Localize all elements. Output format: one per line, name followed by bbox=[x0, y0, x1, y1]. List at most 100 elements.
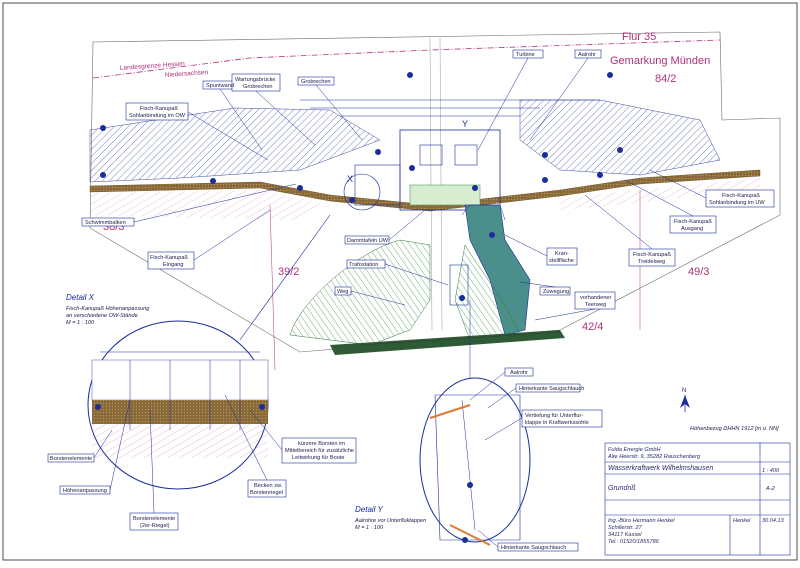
wartung-label-1: Wartungsbrücke bbox=[235, 77, 276, 83]
detail-x-leader bbox=[239, 214, 331, 341]
tb-client-1: Fulda Energie GmbH bbox=[608, 447, 662, 453]
parcel-84-2: 84/2 bbox=[655, 73, 676, 85]
parcel-49-3: 49/3 bbox=[688, 266, 709, 278]
spundwand-label: Spuntwand bbox=[206, 83, 234, 89]
gemarkung-label: Gemarkung Münden bbox=[610, 55, 710, 67]
survey-points bbox=[100, 72, 623, 301]
aalrohr-top-label: Aalrohr bbox=[578, 52, 596, 58]
tb-office-4: Tel.: 01520/1855786 bbox=[608, 539, 660, 545]
detail-y-leaders bbox=[469, 371, 523, 548]
detail-y-callouts bbox=[497, 367, 603, 552]
survey-point bbox=[259, 404, 265, 410]
detail-y-body bbox=[434, 394, 521, 541]
callouts bbox=[81, 49, 775, 310]
intake-box bbox=[354, 164, 401, 206]
tb-scale: 1 : 400 bbox=[762, 468, 780, 474]
hoehenbezug-label: Höhenbezug DHHN 1912 [m ü. NN] bbox=[690, 426, 779, 432]
hoehen-label: Höhenanpassung bbox=[63, 488, 107, 494]
kanu-treidel-label-1: Fisch-Kanupaß bbox=[633, 252, 672, 258]
tb-drawn-by: Henkel bbox=[733, 518, 751, 524]
vertiefung-label-2: klappe in Kraftwerkssohle bbox=[525, 420, 589, 426]
trafo-label: Trafostation bbox=[349, 262, 378, 268]
zuwegung-label: Zuwegung bbox=[543, 289, 569, 295]
border-label-niedersachsen: Niedersachsen bbox=[165, 69, 209, 79]
grobrechen-label: Grobrechen bbox=[301, 79, 331, 85]
detail-x-sub-3: M = 1 : 100 bbox=[66, 320, 95, 326]
tb-project: Wasserkraftwerk Wilhelmshausen bbox=[608, 465, 713, 472]
detail-y-sub-2: M = 1 : 100 bbox=[355, 525, 384, 531]
kurz-label-3: Leitwirkung für Boote bbox=[292, 455, 345, 461]
detail-x-dims bbox=[100, 351, 260, 430]
kanu-ow-label-2: Sohlanbindung im OW bbox=[129, 113, 186, 119]
kanu-ausgang-label-2: Ausgang bbox=[681, 226, 703, 232]
vertiefung-label-1: Vertiefung für Unterflur- bbox=[525, 413, 583, 419]
parcel-42-4: 42/4 bbox=[582, 321, 603, 333]
north-arrow-icon bbox=[680, 395, 690, 412]
detail-y-circle bbox=[419, 377, 531, 543]
transformer-station bbox=[449, 264, 469, 306]
tb-drawing: Grundriß bbox=[608, 485, 636, 492]
upstream-embankment bbox=[89, 107, 381, 183]
tb-sheet: A-2 bbox=[765, 486, 776, 492]
north-label: N bbox=[682, 388, 686, 394]
turbine-box bbox=[454, 144, 478, 166]
sheet-frame bbox=[2, 2, 798, 561]
borsten2-label-1: Borstenelemente bbox=[133, 516, 175, 522]
detail-x-sub-2: an verschiedene OW-Stände bbox=[66, 313, 138, 319]
survey-point bbox=[462, 537, 468, 543]
kurz-label-2: Mittelbereich für zusätzliche bbox=[285, 448, 354, 454]
hinterkante-top-label: Hinterkante Saugschlauch bbox=[519, 386, 584, 392]
channel-edge bbox=[461, 204, 506, 221]
kanu-eingang-label-1: Fisch-Kanupaß bbox=[150, 255, 189, 261]
leader-lines bbox=[133, 57, 707, 321]
detail-y-line bbox=[461, 399, 476, 531]
detail-x-leaders bbox=[93, 394, 283, 514]
detail-y-mark: Y bbox=[462, 119, 468, 129]
turbine-label: Turbine bbox=[516, 52, 535, 58]
pass-floor bbox=[90, 190, 330, 220]
kanu-ow-label-1: Fisch-Kanupaß bbox=[140, 106, 179, 112]
detail-x-bristles bbox=[92, 400, 268, 424]
kanu-treidel-label-2: Treidelweg bbox=[638, 259, 665, 265]
tb-date: 30.04.13 bbox=[762, 518, 785, 524]
kurz-label-1: kürzere Borsten im bbox=[298, 441, 345, 447]
axis-line bbox=[439, 37, 443, 331]
flur-label: Flur 35 bbox=[622, 31, 656, 43]
kran-label-1: Kran- bbox=[555, 251, 569, 257]
teerweg-label-1: vorhandener bbox=[580, 295, 612, 301]
kanu-uw-label-2: Sohlanbindung im UW bbox=[709, 200, 765, 206]
survey-point bbox=[95, 404, 101, 410]
downstream-embankment bbox=[519, 99, 721, 176]
aalrohr-orange bbox=[429, 404, 471, 419]
weg-label: Weg bbox=[337, 289, 348, 295]
detail-x-water bbox=[91, 359, 269, 401]
tb-client-2: Alte Heerstr. 9, 35282 Rauschenberg bbox=[607, 454, 701, 460]
site-boundary bbox=[89, 31, 781, 353]
kanu-ausgang-label-1: Fisch-Kanupaß bbox=[674, 219, 713, 225]
aalrohr-orange bbox=[449, 524, 491, 546]
detail-x-floor bbox=[92, 424, 268, 458]
teerweg-label-2: Teerweg bbox=[585, 302, 606, 308]
pass-floor bbox=[560, 178, 760, 210]
detail-x-sub-1: Fisch-Kanupaß Höhenanpassung bbox=[66, 306, 150, 312]
kran-label-2: stellfläche bbox=[549, 258, 574, 264]
becken-label-1: Becken zw. bbox=[254, 483, 283, 489]
green-embankment-left bbox=[289, 239, 431, 346]
hinterkante-bottom-label: Hinterkante Saugschlauch bbox=[501, 545, 566, 551]
fish-canoe-pass bbox=[89, 169, 761, 212]
kanu-uw-label-1: Fisch-Kanupaß bbox=[722, 193, 761, 199]
detail-y-sub-1: Aalrohre vor Unterfluklappen bbox=[354, 518, 426, 524]
detail-x-title: Detail X bbox=[66, 293, 95, 302]
borsten2-label-2: (2er-Riegel) bbox=[140, 523, 170, 529]
parcel-line bbox=[269, 204, 276, 371]
survey-point bbox=[467, 482, 473, 488]
axis-line bbox=[429, 37, 433, 331]
tb-office-1: Ing.-Büro Hermann Henkel bbox=[608, 518, 675, 524]
green-strip bbox=[409, 184, 481, 206]
becken-label-2: Borstenriegel bbox=[250, 490, 283, 496]
detail-x-marker bbox=[343, 173, 381, 211]
tailrace-channel bbox=[464, 204, 531, 336]
detail-x-mark: X bbox=[347, 174, 353, 184]
border-label-hessen: Landesgrenze Hessen bbox=[120, 60, 186, 72]
